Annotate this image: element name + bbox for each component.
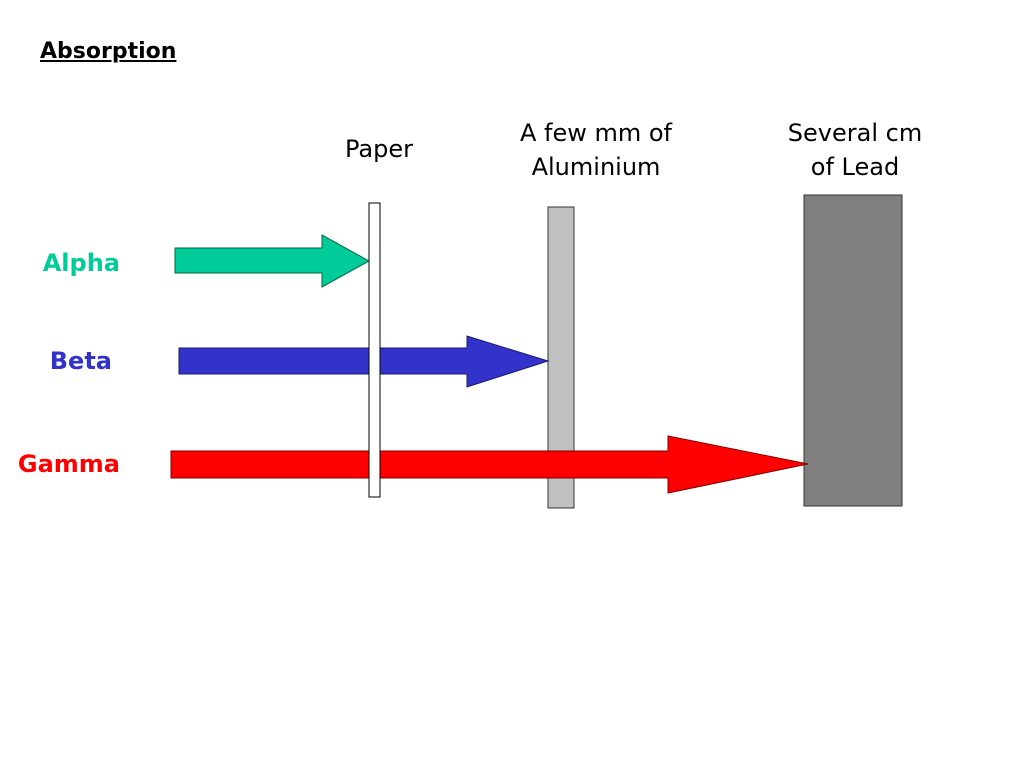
gamma-arrow <box>170 435 809 494</box>
lead-label-line-2: of Lead <box>810 153 900 181</box>
paper-label-line-1: Paper <box>345 135 413 163</box>
alpha-arrow <box>174 234 371 288</box>
lead-label-line-1: Several cm <box>787 119 923 147</box>
aluminium-label-line-1: A few mm of <box>519 119 673 147</box>
paper-barrier <box>368 202 381 498</box>
lead-label: Several cm of Lead <box>760 116 950 184</box>
aluminium-label-line-2: Aluminium <box>531 153 661 181</box>
beta-label: Beta <box>49 347 112 375</box>
beta-arrow <box>178 335 550 388</box>
alpha-label: Alpha <box>42 249 120 277</box>
slide-title: Absorption <box>40 39 177 64</box>
lead-barrier <box>803 194 903 507</box>
aluminium-label: A few mm of Aluminium <box>490 116 702 184</box>
paper-label: Paper <box>320 132 438 166</box>
gamma-label: Gamma <box>17 450 120 478</box>
